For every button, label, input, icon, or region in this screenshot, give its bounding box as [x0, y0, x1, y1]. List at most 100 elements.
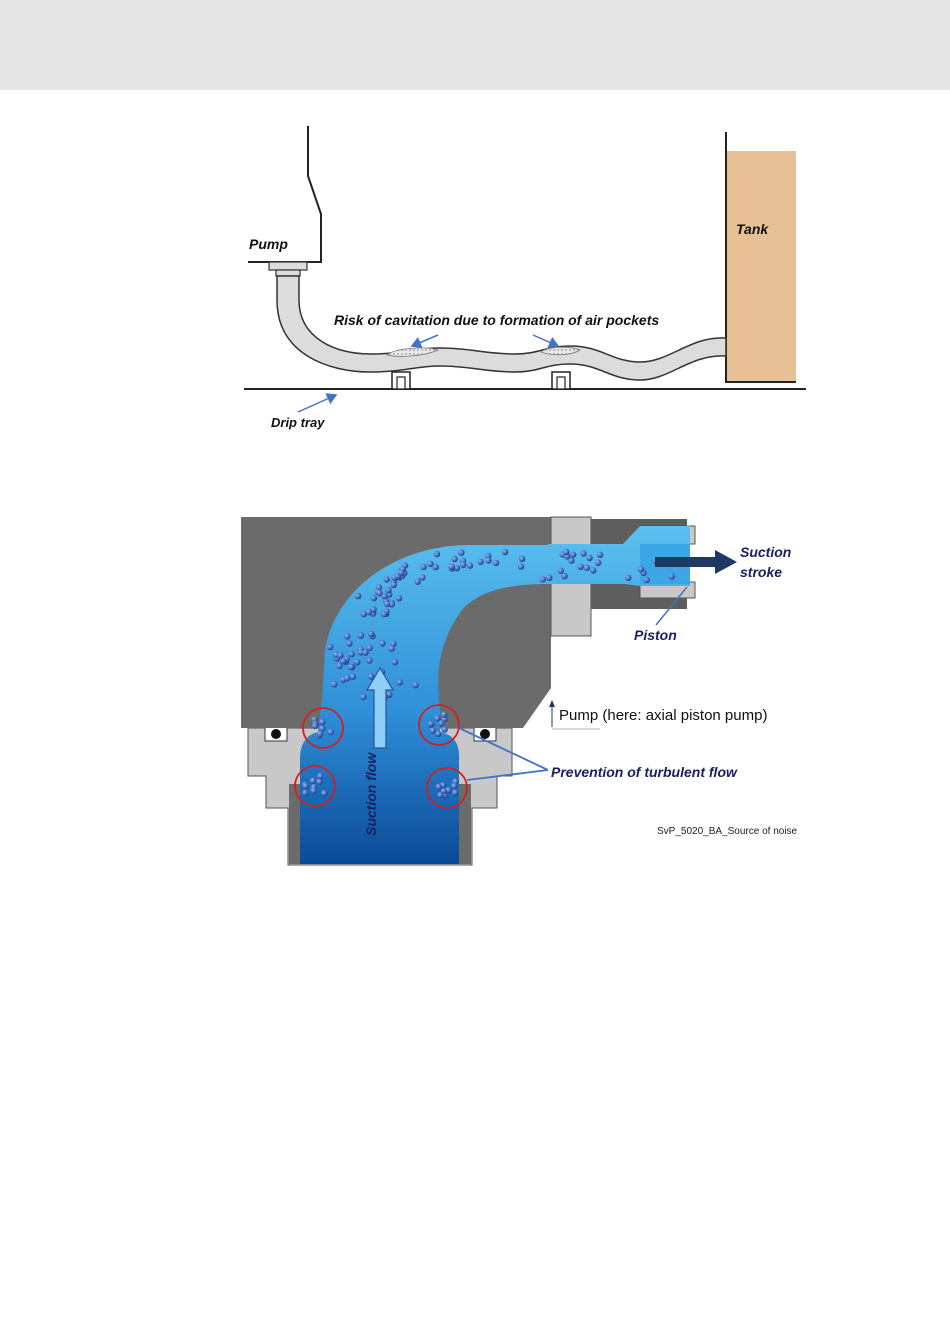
air-bubble: [385, 587, 391, 593]
air-bubble: [327, 644, 333, 650]
air-bubble: [467, 562, 473, 568]
air-bubble: [586, 555, 592, 561]
air-bubble: [546, 575, 552, 581]
air-bubble: [317, 731, 323, 737]
air-bubble: [376, 590, 382, 596]
air-bubble: [302, 790, 308, 796]
air-bubble: [458, 550, 464, 556]
air-bubble: [570, 551, 576, 557]
air-bubble: [397, 679, 403, 685]
air-bubble: [355, 593, 361, 599]
air-bubble: [441, 726, 447, 732]
pump-type-label: Pump (here: axial piston pump): [559, 707, 767, 724]
air-bubble: [434, 715, 440, 721]
pump-label: Pump: [249, 236, 288, 252]
air-bubble: [398, 570, 404, 576]
air-bubble: [669, 573, 675, 579]
figure-suction-flow: Suction stroke Piston Suction flow Pump …: [241, 517, 798, 865]
air-bubble: [312, 723, 318, 729]
tank: [726, 151, 796, 382]
air-bubble: [391, 582, 397, 588]
suction-pipe: [277, 276, 726, 380]
air-bubble: [344, 633, 350, 639]
air-bubble: [316, 779, 322, 785]
air-bubble: [428, 721, 434, 727]
air-bubble: [362, 649, 368, 655]
air-bubble: [366, 657, 372, 663]
air-bubble: [563, 549, 569, 555]
piston-label: Piston: [634, 627, 677, 643]
air-bubble: [340, 658, 346, 664]
air-bubble: [478, 559, 484, 565]
suction-stroke-label: stroke: [740, 564, 782, 580]
air-bubble: [360, 694, 366, 700]
air-bubble: [558, 568, 564, 574]
air-bubble: [319, 719, 325, 725]
air-bubble: [485, 557, 491, 563]
air-bubble: [518, 563, 524, 569]
air-bubble: [561, 573, 567, 579]
air-bubble: [493, 560, 499, 566]
air-bubble: [451, 556, 457, 562]
air-bubble: [366, 609, 372, 615]
air-bubble: [448, 564, 454, 570]
air-bubble: [502, 549, 508, 555]
air-bubble: [430, 727, 436, 733]
air-bubble: [379, 640, 385, 646]
air-bubble: [381, 611, 387, 617]
air-bubble: [590, 567, 596, 573]
suction-stroke-label: Suction: [740, 544, 791, 560]
cavitation-pointer: [533, 335, 558, 346]
air-bubble: [368, 631, 374, 637]
air-bubble: [419, 574, 425, 580]
air-bubble: [436, 784, 442, 790]
air-bubble: [441, 711, 447, 717]
air-bubble: [348, 664, 354, 670]
air-bubble: [438, 720, 444, 726]
seal-ring: [271, 729, 281, 739]
pipe-support: [392, 372, 410, 389]
air-bubble: [441, 788, 447, 794]
air-bubble: [580, 550, 586, 556]
figure-pipe-layout: Pump Tank Risk of cavitation due to form…: [244, 126, 806, 430]
air-bubble: [310, 778, 316, 784]
air-bubble: [578, 564, 584, 570]
air-bubble: [354, 659, 360, 665]
air-bubble: [568, 557, 574, 563]
air-bubble: [348, 651, 354, 657]
suction-flow-label: Suction flow: [363, 752, 379, 836]
air-bubble: [625, 575, 631, 581]
seal-ring: [480, 729, 490, 739]
air-bubble: [434, 551, 440, 557]
air-bubble: [638, 566, 644, 572]
air-bubble: [344, 675, 350, 681]
air-bubble: [358, 632, 364, 638]
air-bubble: [346, 640, 352, 646]
drip-tray-pointer: [298, 395, 336, 412]
cavitation-pointer: [412, 335, 438, 346]
air-bubble: [371, 595, 377, 601]
tank-label: Tank: [736, 221, 769, 237]
air-bubble: [350, 674, 356, 680]
air-bubble: [414, 579, 420, 585]
air-bubble: [337, 652, 343, 658]
air-bubble: [540, 576, 546, 582]
drip-tray-label: Drip tray: [271, 415, 325, 430]
air-bubble: [452, 789, 458, 795]
air-bubble: [433, 564, 439, 570]
air-bubble: [644, 577, 650, 583]
air-bubble: [388, 645, 394, 651]
air-bubble: [302, 783, 308, 789]
air-bubble: [519, 556, 525, 562]
air-bubble: [584, 565, 590, 571]
air-bubble: [460, 562, 466, 568]
pipe-support: [552, 372, 570, 389]
source-label: SvP_5020_BA_Source of noise: [657, 826, 798, 837]
air-bubble: [392, 659, 398, 665]
air-bubble: [412, 682, 418, 688]
air-bubble: [384, 601, 390, 607]
air-bubble: [310, 788, 316, 794]
turbulent-flow-label: Prevention of turbulent flow: [551, 764, 738, 780]
air-bubble: [331, 681, 337, 687]
